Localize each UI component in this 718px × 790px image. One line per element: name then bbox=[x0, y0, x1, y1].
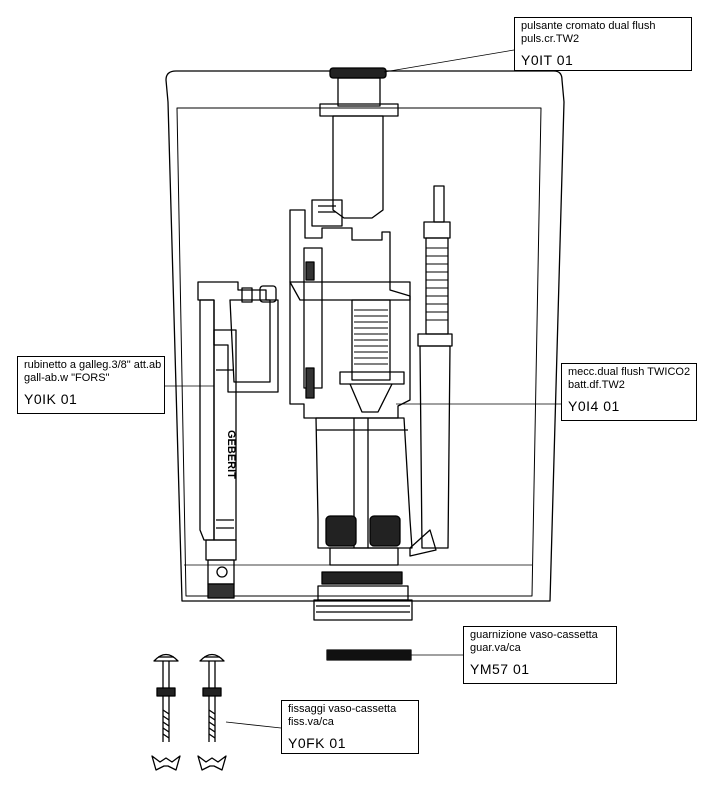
label-fissaggi: fissaggi vaso-cassetta fiss.va/ca Y0FK 0… bbox=[281, 700, 419, 754]
fixing-bolt-left bbox=[151, 653, 181, 771]
cistern-inner-wall bbox=[176, 107, 542, 597]
gasket-part bbox=[326, 649, 412, 661]
label-mecc-code: Y0I4 01 bbox=[568, 398, 620, 414]
flush-button-part bbox=[311, 67, 399, 227]
label-rubinetto-desc2: gall-ab.w "FORS" bbox=[24, 372, 110, 384]
fill-valve-part bbox=[197, 281, 279, 599]
label-rubinetto-desc1: rubinetto a galleg.3/8" att.ab bbox=[24, 359, 162, 371]
label-fissaggi-desc2: fiss.va/ca bbox=[288, 716, 334, 728]
label-pulsante-code: Y0IT 01 bbox=[521, 52, 574, 68]
label-fissaggi-desc1: fissaggi vaso-cassetta bbox=[288, 703, 397, 715]
label-rubinetto: rubinetto a galleg.3/8" att.ab gall-ab.w… bbox=[17, 356, 165, 414]
fixing-bolt-right bbox=[197, 653, 227, 771]
brand-mark: GEBERIT bbox=[225, 430, 237, 479]
label-pulsante: pulsante cromato dual flush puls.cr.TW2 … bbox=[514, 17, 692, 71]
cistern-tank bbox=[165, 70, 565, 602]
overflow-tube bbox=[417, 185, 453, 549]
label-guarnizione-code: YM57 01 bbox=[470, 661, 530, 677]
label-guarnizione: guarnizione vaso-cassetta guar.va/ca YM5… bbox=[463, 626, 617, 684]
leader-fiss bbox=[225, 721, 282, 729]
flush-valve-part bbox=[289, 209, 437, 621]
label-mecc-desc2: batt.df.TW2 bbox=[568, 379, 625, 391]
label-guarnizione-desc1: guarnizione vaso-cassetta bbox=[470, 629, 598, 641]
label-pulsante-desc1: pulsante cromato dual flush bbox=[521, 20, 656, 32]
label-rubinetto-code: Y0IK 01 bbox=[24, 391, 78, 407]
label-fissaggi-code: Y0FK 01 bbox=[288, 735, 346, 751]
label-guarnizione-desc2: guar.va/ca bbox=[470, 642, 521, 654]
label-mecc-desc1: mecc.dual flush TWICO2 bbox=[568, 366, 691, 378]
label-mecc: mecc.dual flush TWICO2 batt.df.TW2 Y0I4 … bbox=[561, 363, 697, 421]
leader-pulsante bbox=[383, 49, 515, 73]
label-pulsante-desc2: puls.cr.TW2 bbox=[521, 33, 580, 45]
